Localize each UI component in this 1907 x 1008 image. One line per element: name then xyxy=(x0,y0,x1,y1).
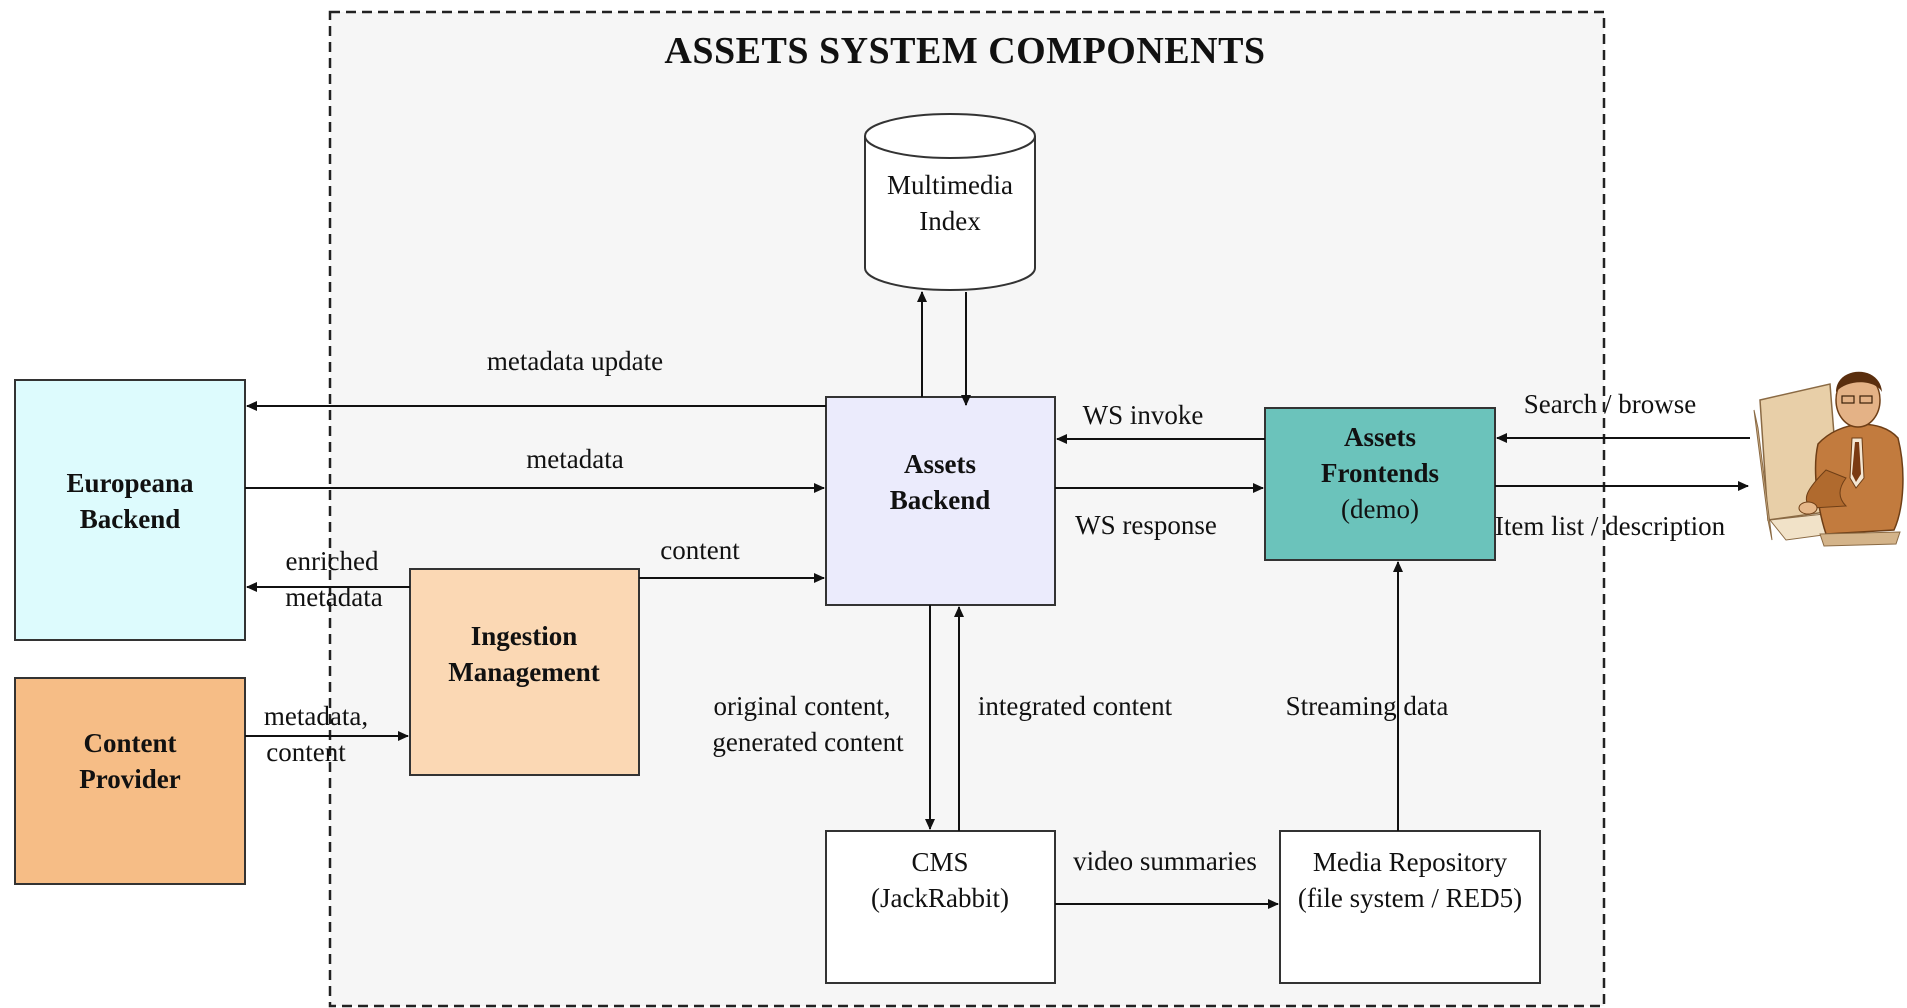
ingestion-management-node: Ingestion Management xyxy=(409,568,640,776)
multimedia-index-node: Multimedia Index xyxy=(864,113,1036,291)
label-enriched-1: enriched xyxy=(286,546,379,576)
label-item-list: Item list / description xyxy=(1495,511,1726,541)
media-label-1: Media Repository xyxy=(1313,847,1508,877)
label-ws-invoke: WS invoke xyxy=(1083,400,1204,430)
label-enriched-2: metadata xyxy=(285,582,382,612)
ingestion-label-1: Ingestion xyxy=(471,621,578,651)
frontends-label-3: (demo) xyxy=(1341,494,1419,524)
provider-label-2: Provider xyxy=(79,764,180,794)
europeana-label-2: Backend xyxy=(80,504,181,534)
label-md-content-2: content xyxy=(266,737,346,767)
assets-backend-node: Assets Backend xyxy=(825,396,1056,606)
media-label-2: (file system / RED5) xyxy=(1298,883,1522,913)
label-content: content xyxy=(660,535,740,565)
label-video-summaries: video summaries xyxy=(1073,846,1257,876)
cms-label-2: (JackRabbit) xyxy=(871,883,1009,913)
index-label-1: Multimedia xyxy=(887,170,1013,200)
frontends-label-1: Assets xyxy=(1344,422,1416,452)
label-integrated: integrated content xyxy=(978,691,1173,721)
ingestion-label-2: Management xyxy=(448,657,599,687)
label-search-browse: Search / browse xyxy=(1524,389,1696,419)
europeana-backend-node: Europeana Backend xyxy=(14,379,246,641)
assets-frontends-node: Assets Frontends (demo) xyxy=(1264,407,1496,561)
frontends-label-2: Frontends xyxy=(1321,458,1439,488)
diagram-title: ASSETS SYSTEM COMPONENTS xyxy=(664,30,1265,72)
user-at-computer-icon xyxy=(1753,371,1904,547)
label-ws-response: WS response xyxy=(1075,510,1217,540)
label-original-2: generated content xyxy=(712,727,904,757)
backend-label-2: Backend xyxy=(890,485,991,515)
backend-label-1: Assets xyxy=(904,449,976,479)
cms-label-1: CMS xyxy=(911,847,968,877)
connectors xyxy=(245,291,1750,909)
index-label-2: Index xyxy=(919,206,981,236)
content-provider-node: Content Provider xyxy=(14,677,246,885)
label-streaming: Streaming data xyxy=(1286,691,1449,721)
label-metadata: metadata xyxy=(526,444,623,474)
europeana-label-1: Europeana xyxy=(66,468,194,498)
cms-node: CMS (JackRabbit) xyxy=(825,830,1056,984)
media-repository-node: Media Repository (file system / RED5) xyxy=(1279,830,1541,984)
provider-label-1: Content xyxy=(84,728,177,758)
label-md-content-1: metadata, xyxy=(264,701,368,731)
label-metadata-update: metadata update xyxy=(487,346,663,376)
label-original-1: original content, xyxy=(714,691,891,721)
